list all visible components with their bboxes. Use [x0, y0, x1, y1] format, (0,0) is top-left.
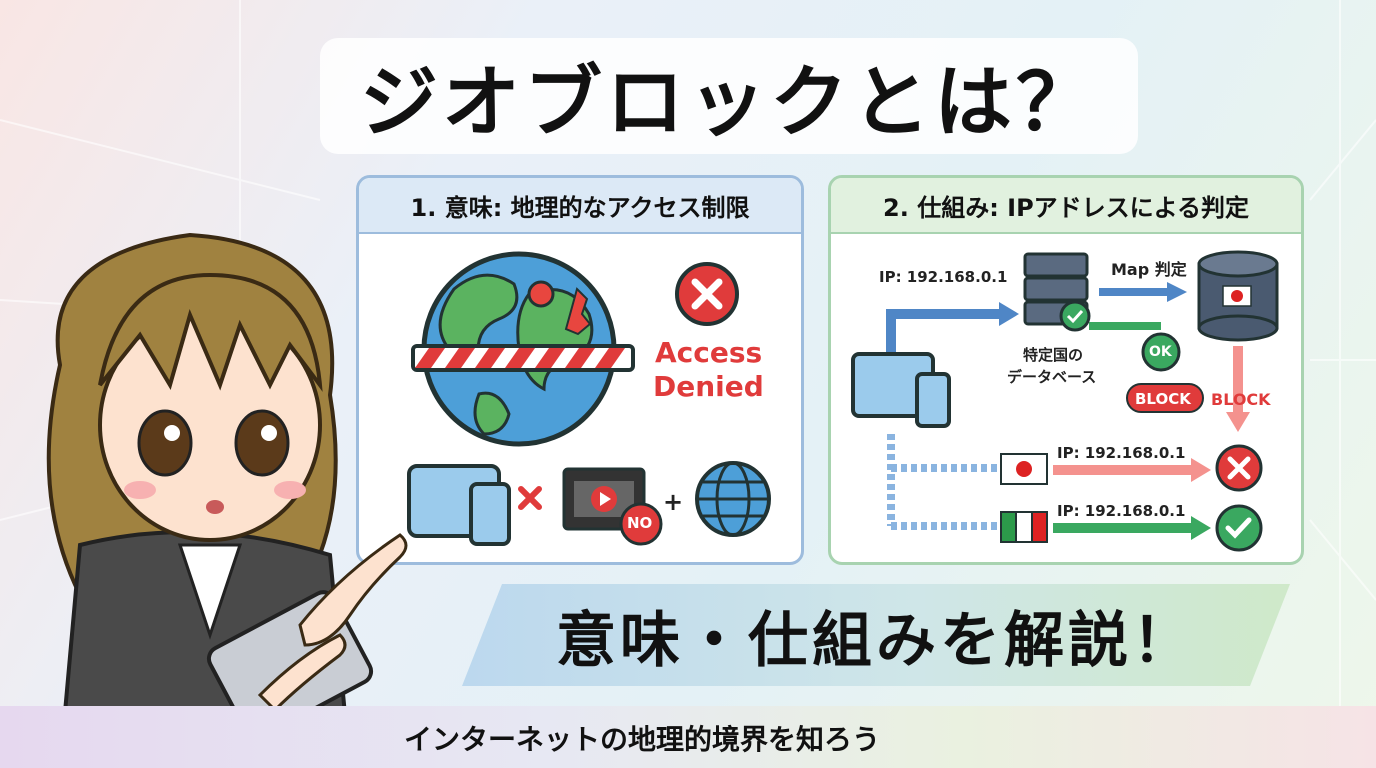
map-judge-label: Map 判定 — [1111, 260, 1187, 279]
no-badge-label: NO — [627, 514, 653, 532]
devices-icon — [851, 352, 951, 428]
meaning-panel: 1. 意味: 地理的なアクセス制限 — [356, 175, 804, 565]
eyes — [137, 409, 290, 477]
close-icon — [675, 262, 739, 326]
database-label-line2: データベース — [1007, 368, 1097, 386]
cross-icon — [518, 486, 542, 510]
block-badge — [1126, 383, 1204, 413]
meaning-panel-heading: 1. 意味: 地理的なアクセス制限 — [359, 178, 801, 234]
ok-badge — [1141, 332, 1181, 372]
meaning-illustration — [407, 251, 771, 546]
database-icon — [1197, 250, 1279, 342]
ok-label: OK — [1149, 344, 1172, 360]
japan-flag-icon — [1000, 453, 1048, 485]
ip-label-japan: IP: 192.168.0.1 — [1057, 444, 1186, 462]
no-badge — [619, 502, 663, 546]
subtitle-banner: 意味・仕組みを解説！ — [462, 584, 1290, 686]
allowed-check-icon — [1215, 504, 1263, 552]
denied-icon — [1215, 444, 1263, 492]
italy-flag-icon — [1000, 511, 1048, 543]
block-label-left: BLOCK — [1135, 390, 1191, 408]
mechanism-illustration — [851, 250, 1279, 552]
devices-icon — [407, 464, 511, 546]
barrier-icon — [411, 344, 635, 372]
plus-sign: + — [663, 488, 684, 516]
character-illustration — [46, 232, 408, 768]
server-icon — [1023, 252, 1091, 332]
mechanism-panel-heading: 2. 仕組み: IPアドレスによる判定 — [831, 178, 1301, 234]
ip-label-top: IP: 192.168.0.1 — [879, 268, 1008, 286]
ip-label-italy: IP: 192.168.0.1 — [1057, 502, 1186, 520]
page-title: ジオブロックとは？ — [320, 38, 1138, 154]
access-text: Access — [655, 336, 763, 369]
database-label-line1: 特定国の — [1023, 346, 1084, 364]
block-label-right: BLOCK — [1211, 390, 1271, 409]
mechanism-panel: 2. 仕組み: IPアドレスによる判定 — [828, 175, 1304, 565]
web-globe-icon — [695, 461, 771, 537]
denied-text: Denied — [653, 370, 764, 403]
footer-bar — [0, 706, 1376, 768]
footer-text: インターネットの地理的境界を知ろう — [404, 723, 881, 756]
